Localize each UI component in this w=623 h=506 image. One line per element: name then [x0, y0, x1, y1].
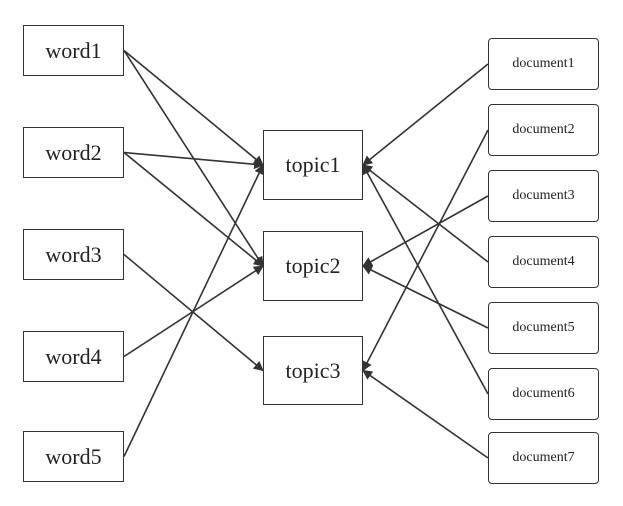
document-node-document6: document6: [488, 368, 599, 420]
document-node-document2: document2: [488, 104, 599, 156]
edge-document4-to-topic1: [362, 164, 489, 263]
document-node-document3: document3: [488, 170, 599, 222]
document-node-document7: document7: [488, 432, 599, 484]
document-node-document5: document5: [488, 302, 599, 354]
edge-word1-to-topic1: [123, 49, 264, 166]
word-node-word1: word1: [23, 25, 124, 76]
word-node-word2: word2: [23, 127, 124, 178]
topic-node-topic2: topic2: [263, 231, 363, 301]
word-node-word3: word3: [23, 229, 124, 280]
edge-document7-to-topic3: [362, 369, 489, 459]
document-node-document1: document1: [488, 38, 599, 90]
topic-node-topic3: topic3: [263, 336, 363, 405]
edge-document6-to-topic1: [362, 164, 489, 395]
edge-word2-to-topic2: [123, 151, 264, 267]
edge-document1-to-topic1: [362, 63, 489, 166]
edge-document5-to-topic2: [362, 265, 489, 329]
word-node-word5: word5: [23, 431, 124, 482]
edge-document3-to-topic2: [362, 195, 489, 267]
edge-document2-to-topic3: [362, 129, 489, 372]
topic-node-topic1: topic1: [263, 130, 363, 200]
document-node-document4: document4: [488, 236, 599, 288]
edge-word2-to-topic1: [123, 151, 264, 170]
edge-word5-to-topic1: [123, 164, 264, 457]
word-node-word4: word4: [23, 331, 124, 382]
